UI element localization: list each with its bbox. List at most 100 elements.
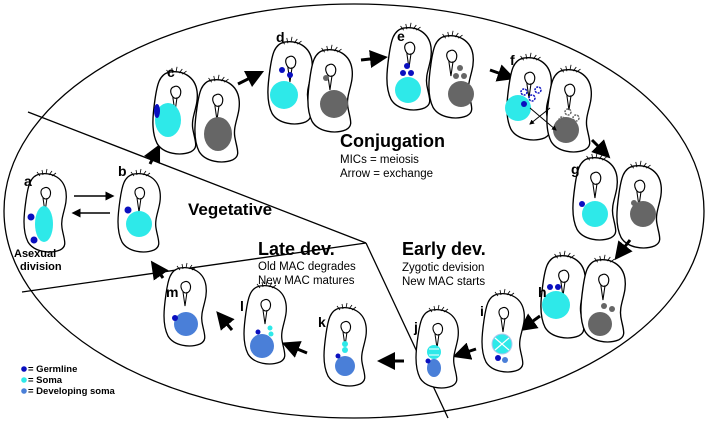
soma-nucleus <box>427 345 441 359</box>
arrow-l-to-m <box>216 311 235 331</box>
soma-nucleus <box>342 341 348 347</box>
arrow-c-to-d <box>237 70 265 88</box>
germline-nucleus <box>287 72 293 78</box>
old-mac <box>588 312 612 336</box>
germline-nucleus <box>30 236 38 244</box>
old-mic <box>609 306 615 312</box>
cell-m <box>163 262 207 347</box>
old-mic <box>453 73 459 79</box>
cell-j <box>415 304 459 389</box>
arrow-m-to-a <box>150 260 169 281</box>
vegetative-title: Vegetative <box>188 200 272 219</box>
conjugation-title: Conjugation <box>340 131 445 151</box>
arrow-b-to-c <box>143 143 161 165</box>
stage-letter-l: l <box>240 298 244 314</box>
outer-ellipse <box>3 3 705 419</box>
cell-i <box>481 288 525 373</box>
germline-nucleus <box>495 355 501 361</box>
old-mic <box>558 116 566 124</box>
stage-letter-c: c <box>167 64 175 80</box>
developing-soma <box>427 359 441 377</box>
stage-letter-k: k <box>318 314 326 330</box>
cell-pair-d <box>267 36 354 133</box>
stage-letter-f: f <box>510 52 515 68</box>
old-mic <box>572 114 580 122</box>
exchange-arrow <box>529 107 557 131</box>
cell-l <box>243 280 287 365</box>
germline-nucleus <box>520 88 528 96</box>
cell-b <box>117 168 161 253</box>
germline-nucleus <box>335 353 341 359</box>
arrow-h-to-i <box>518 313 541 332</box>
legend-soma-swatch <box>21 377 27 383</box>
developing-soma <box>335 356 355 376</box>
old-mic <box>457 65 463 71</box>
cell-pair-c <box>152 66 241 163</box>
soma-nucleus <box>155 103 181 137</box>
developing-soma <box>502 357 508 363</box>
stage-letter-h: h <box>538 284 547 300</box>
arrow-i-to-j <box>452 342 477 360</box>
old-mic <box>461 73 467 79</box>
germline-nucleus <box>528 94 536 102</box>
soma-nucleus <box>35 206 53 242</box>
germline-nucleus <box>555 284 561 290</box>
soma-nucleus <box>542 291 570 319</box>
stage-letter-g: g <box>571 161 580 177</box>
stage-letter-b: b <box>118 163 127 179</box>
soma-nucleus <box>270 81 298 109</box>
legend-germline-label: = Germline <box>28 364 77 375</box>
divider-vegetative-bottom <box>21 242 367 293</box>
germline-nucleus <box>534 86 542 94</box>
conjugation-line1: MICs = meiosis <box>340 154 419 166</box>
early-dev-line1: Zygotic devision <box>402 262 484 274</box>
germline-nucleus <box>521 101 527 107</box>
late-dev-title: Late dev. <box>258 239 335 259</box>
legend-developing-soma-label: = Developing soma <box>28 386 116 397</box>
soma-nucleus <box>267 325 273 331</box>
old-mac <box>204 117 232 151</box>
old-mic <box>631 200 637 206</box>
germline-nucleus <box>579 201 585 207</box>
old-mac <box>630 201 656 227</box>
late-dev-line1: Old MAC degrades <box>258 261 356 273</box>
soma-nucleus <box>126 211 152 237</box>
legend: = Germline = Soma = Developing soma <box>21 364 116 397</box>
cell-pair-g <box>572 152 663 249</box>
old-mac <box>448 81 474 107</box>
arrow-g-to-h <box>614 239 633 261</box>
germline-nucleus <box>172 315 178 321</box>
asexual-label-line2: division <box>20 261 62 273</box>
asexual-label-line1: Asexual <box>14 248 56 260</box>
exchange-arrow <box>529 107 551 125</box>
germline-nucleus <box>27 213 35 221</box>
cell-pair-f <box>505 52 593 153</box>
germline-nucleus <box>124 206 132 214</box>
stage-letter-a: a <box>24 173 32 189</box>
stage-letter-d: d <box>276 29 285 45</box>
early-dev-title: Early dev. <box>402 239 486 259</box>
arrow-d-to-e <box>360 50 388 68</box>
stage-letter-m: m <box>166 284 178 300</box>
soma-nucleus <box>268 331 274 337</box>
stage-letter-e: e <box>397 28 405 44</box>
stage-letter-i: i <box>480 303 484 319</box>
stage-letter-j: j <box>413 319 418 335</box>
germline-nucleus <box>255 329 261 335</box>
soma-nucleus <box>395 77 421 103</box>
late-dev-line2: New MAC matures <box>258 275 355 287</box>
cell-k <box>323 302 367 387</box>
legend-soma-label: = Soma <box>28 375 63 386</box>
developing-soma <box>174 312 198 336</box>
cell-pair-h <box>540 250 627 343</box>
germline-nucleus <box>400 70 406 76</box>
germline-nucleus <box>425 358 431 364</box>
arrow-f-to-g <box>590 138 611 159</box>
developing-soma <box>250 334 274 358</box>
germline-nucleus <box>404 63 410 69</box>
germline-nucleus <box>279 67 285 73</box>
arrow-e-to-f <box>489 64 516 82</box>
germline-nucleus <box>547 284 553 290</box>
divider-vegetative-top <box>27 111 367 244</box>
